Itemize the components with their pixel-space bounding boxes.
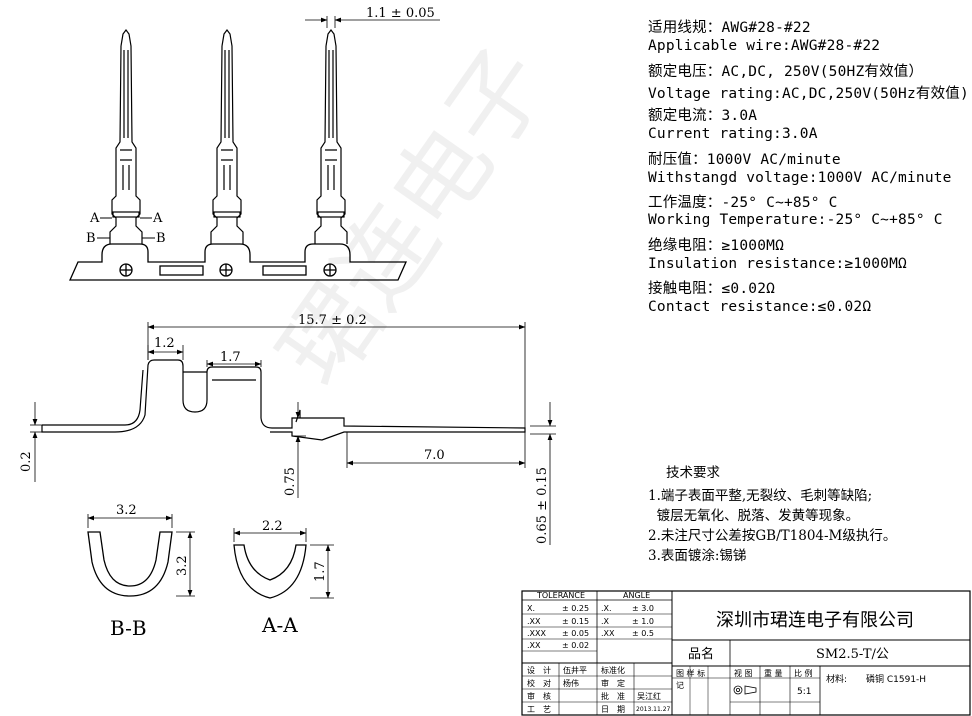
dim-step-label: 0.75 bbox=[283, 467, 298, 496]
requirement-1b: 镀层无氧化、脱落、发黄等现象。 bbox=[648, 508, 860, 524]
dim-step bbox=[292, 402, 306, 498]
sign-role-3: 校 对 bbox=[527, 678, 551, 688]
section-b-left: B bbox=[86, 231, 96, 246]
ang-row-1-key: .X. bbox=[601, 604, 612, 613]
sign-role-6: 批 准 bbox=[601, 691, 625, 701]
dim-top-width-label: 1.1 ± 0.05 bbox=[366, 6, 435, 21]
dim-pin-height bbox=[530, 402, 556, 545]
spec-line-5: 额定电流：3.0A bbox=[648, 108, 758, 124]
dim-overall-length-label: 15.7 ± 0.2 bbox=[298, 313, 367, 328]
projection-symbol-icon bbox=[733, 685, 757, 695]
dim-bb bbox=[87, 514, 195, 597]
tolerance-header: TOLERANCE bbox=[536, 591, 585, 600]
tol-row-1-val: ± 0.25 bbox=[562, 604, 589, 613]
spec-line-2: Applicable wire:AWG#28-#22 bbox=[648, 38, 881, 54]
dim-pin-length bbox=[346, 432, 526, 468]
dim-thickness bbox=[30, 402, 42, 482]
dim-tab1 bbox=[147, 345, 184, 360]
terminal-strip-top-view bbox=[68, 243, 408, 281]
dim-aa-height-label: 1.7 bbox=[313, 561, 328, 582]
spec-line-8: Withstangd voltage:1000V AC/minute bbox=[648, 170, 952, 186]
spec-line-1: 适用线规：AWG#28-#22 bbox=[648, 20, 811, 36]
section-bb-label: B-B bbox=[110, 616, 147, 640]
spec-line-3: 额定电压：AC,DC, 250V(50HZ有效值） bbox=[648, 64, 924, 80]
tol-row-3-val: ± 0.05 bbox=[562, 629, 589, 638]
scale-value: 5:1 bbox=[797, 687, 811, 697]
dim-tab2 bbox=[206, 360, 262, 367]
sign-name-3: 杨伟 bbox=[563, 678, 579, 688]
tol-row-2-val: ± 0.15 bbox=[562, 617, 589, 626]
spec-line-4: Voltage rating:AC,DC,250V(50Hz有效值) bbox=[648, 86, 969, 102]
stage-header-4: 重 量 bbox=[764, 668, 783, 678]
tol-row-3-key: .XXX bbox=[527, 629, 547, 638]
ang-row-3-key: .XX bbox=[601, 629, 615, 638]
stage-header-2: 记 bbox=[676, 681, 684, 690]
ang-row-2-key: .X bbox=[601, 617, 610, 626]
dim-overall-length bbox=[147, 322, 526, 428]
dim-bb-height-label: 3.2 bbox=[175, 555, 190, 576]
dim-aa bbox=[233, 528, 334, 599]
dim-pin-height-label: 0.65 ± 0.15 bbox=[535, 467, 550, 544]
material-label: 材料: bbox=[826, 673, 847, 685]
spec-line-6: Current rating:3.0A bbox=[648, 126, 818, 142]
product-label: 品名 bbox=[688, 646, 714, 662]
spec-line-7: 耐压值：1000V AC/minute bbox=[648, 152, 841, 168]
dim-top-width bbox=[305, 16, 440, 28]
sign-role-7: 工 艺 bbox=[527, 705, 551, 714]
sign-date: 2013.11.27 bbox=[636, 706, 671, 713]
section-a-left: A bbox=[89, 211, 100, 226]
stage-header-5: 比 例 bbox=[794, 668, 813, 678]
material-value: 磷铜 C1591-H bbox=[866, 673, 926, 685]
stage-header-1: 图 样 标 bbox=[676, 668, 705, 678]
dim-aa-width-label: 2.2 bbox=[262, 519, 283, 534]
section-aa bbox=[233, 544, 307, 599]
section-a-right: A bbox=[152, 211, 163, 226]
ang-row-3-val: ± 0.5 bbox=[632, 629, 654, 638]
requirement-2: 2.未注尺寸公差按GB/T1804-M级执行。 bbox=[648, 528, 897, 544]
section-bb bbox=[87, 531, 173, 597]
requirement-1: 1.端子表面平整,无裂纹、毛刺等缺陷; bbox=[648, 488, 873, 504]
pin-2 bbox=[210, 29, 244, 244]
requirement-3: 3.表面镀涂:锡锑 bbox=[648, 548, 747, 564]
company-name: 深圳市珺连电子有限公司 bbox=[716, 610, 914, 631]
requirements-title: 技术要求 bbox=[666, 465, 720, 481]
dim-pin-length-label: 7.0 bbox=[424, 448, 445, 463]
tol-row-4-val: ± 0.02 bbox=[562, 641, 589, 650]
dim-tab1-label: 1.2 bbox=[154, 336, 175, 351]
spec-line-11: 绝缘电阻：≥1000MΩ bbox=[648, 238, 785, 254]
sign-role-4: 审 定 bbox=[601, 678, 625, 688]
dim-tab2-label: 1.7 bbox=[220, 350, 241, 365]
spec-line-13: 接触电阻：≤0.02Ω bbox=[648, 281, 776, 297]
ang-row-2-val: ± 1.0 bbox=[632, 617, 654, 626]
tol-row-1-key: X. bbox=[527, 604, 535, 613]
stage-header-3: 视 图 bbox=[734, 668, 753, 678]
dim-thickness-label: 0.2 bbox=[19, 451, 34, 472]
angle-header: ANGLE bbox=[623, 591, 650, 600]
section-b-right: B bbox=[156, 231, 166, 246]
spec-line-14: Contact resistance:≤0.02Ω bbox=[648, 299, 872, 315]
sign-name-6: 吴江红 bbox=[637, 691, 661, 701]
tol-row-2-key: .XX bbox=[527, 617, 541, 626]
tol-row-4-key: .XX bbox=[527, 641, 541, 650]
dim-bb-width-label: 3.2 bbox=[116, 503, 137, 518]
sign-role-1: 设 计 bbox=[527, 665, 551, 675]
pin-3 bbox=[314, 29, 348, 244]
terminal-side-view bbox=[41, 359, 526, 441]
spec-line-12: Insulation resistance:≥1000MΩ bbox=[648, 256, 907, 272]
section-markers bbox=[97, 217, 155, 239]
sign-role-5: 审 核 bbox=[527, 691, 551, 701]
sign-role-8: 日 期 bbox=[601, 705, 625, 714]
pin-1 bbox=[109, 29, 143, 244]
sign-name-1: 伍井平 bbox=[563, 665, 587, 675]
ang-row-1-val: ± 3.0 bbox=[632, 604, 654, 613]
spec-line-10: Working Temperature:-25° C~+85° C bbox=[648, 212, 943, 228]
product-name: SM2.5-T/公 bbox=[816, 647, 889, 662]
sign-role-2: 标准化 bbox=[601, 665, 625, 675]
spec-line-9: 工作温度：-25° C~+85° C bbox=[648, 195, 838, 211]
title-block bbox=[521, 590, 971, 716]
section-aa-label: A-A bbox=[261, 613, 298, 637]
